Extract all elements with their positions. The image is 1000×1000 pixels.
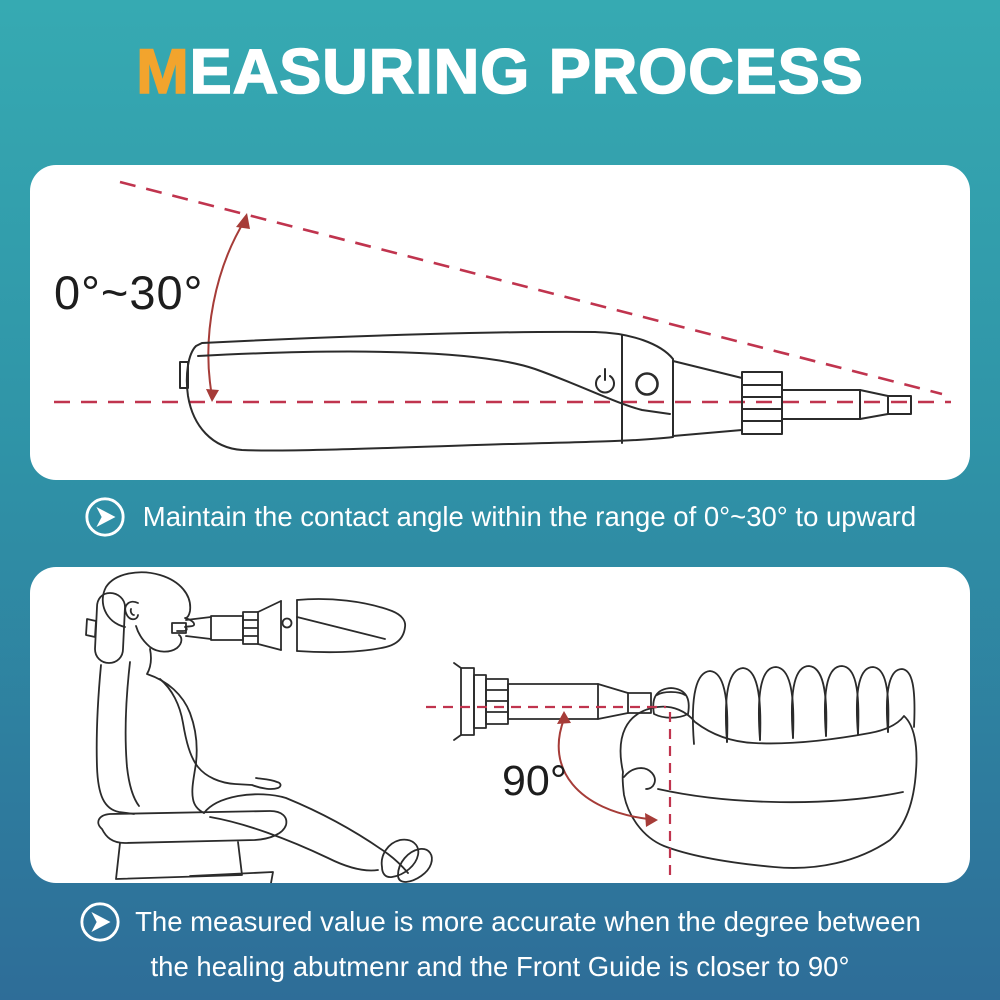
chair-seat (97, 810, 288, 844)
device-probe-tip (887, 395, 912, 415)
measuring-device-drawing (179, 330, 912, 452)
page-title-rest: EASURING PROCESS (189, 36, 864, 108)
patient-head (101, 571, 195, 632)
device-angle-diagram (54, 180, 951, 452)
tooth (757, 666, 795, 741)
caption-top-text: Maintain the contact angle within the ra… (142, 501, 917, 532)
caption-bottom-line1: The measured value is more accurate when… (135, 906, 921, 937)
tooth (790, 665, 828, 739)
device-seam-line (197, 350, 671, 415)
usage-diagram (85, 571, 918, 883)
patient-in-chair-drawing (85, 571, 433, 883)
angle-range-label: 0°~30° (54, 266, 204, 319)
device-cone (672, 360, 743, 437)
device-probe-taper (859, 389, 889, 420)
circle-arrow-right-icon (85, 497, 125, 537)
circle-arrow-right-icon (80, 902, 120, 942)
tooth (855, 666, 890, 735)
upper-dashed-guide (119, 180, 943, 396)
chair-back (95, 664, 135, 815)
chair-headrest (94, 592, 126, 664)
device-in-mouth-drawing (171, 598, 407, 654)
tooth (724, 667, 762, 743)
device-clip (179, 361, 189, 389)
caption-bottom-line2: the healing abutmenr and the Front Guide… (150, 951, 850, 982)
ninety-degree-arc-arrow (557, 711, 658, 827)
patient-arm (159, 678, 282, 790)
ninety-degree-label: 90° (502, 757, 568, 805)
tooth (823, 665, 860, 737)
power-icon (595, 368, 615, 394)
caption-top: Maintain the contact angle within the ra… (0, 496, 1000, 538)
patient-ear (124, 600, 139, 621)
caption-bottom: The measured value is more accurate when… (0, 901, 1000, 983)
angle-arc-arrow (206, 213, 250, 402)
page-title: MEASURING PROCESS (0, 36, 1000, 108)
device-probe-shaft (781, 389, 861, 420)
tooth (885, 668, 916, 733)
patient-foot (380, 838, 420, 879)
tooth (691, 670, 729, 745)
power-button (635, 372, 659, 396)
patient-legs (203, 793, 409, 874)
page-title-accent-letter: M (135, 36, 190, 108)
device-collar (741, 371, 783, 435)
probe-close-up-drawing (453, 662, 690, 741)
bottom-panel-card: 90° (30, 567, 970, 883)
top-panel-card: 0°~30° (30, 165, 970, 480)
dental-model-drawing (619, 665, 918, 869)
